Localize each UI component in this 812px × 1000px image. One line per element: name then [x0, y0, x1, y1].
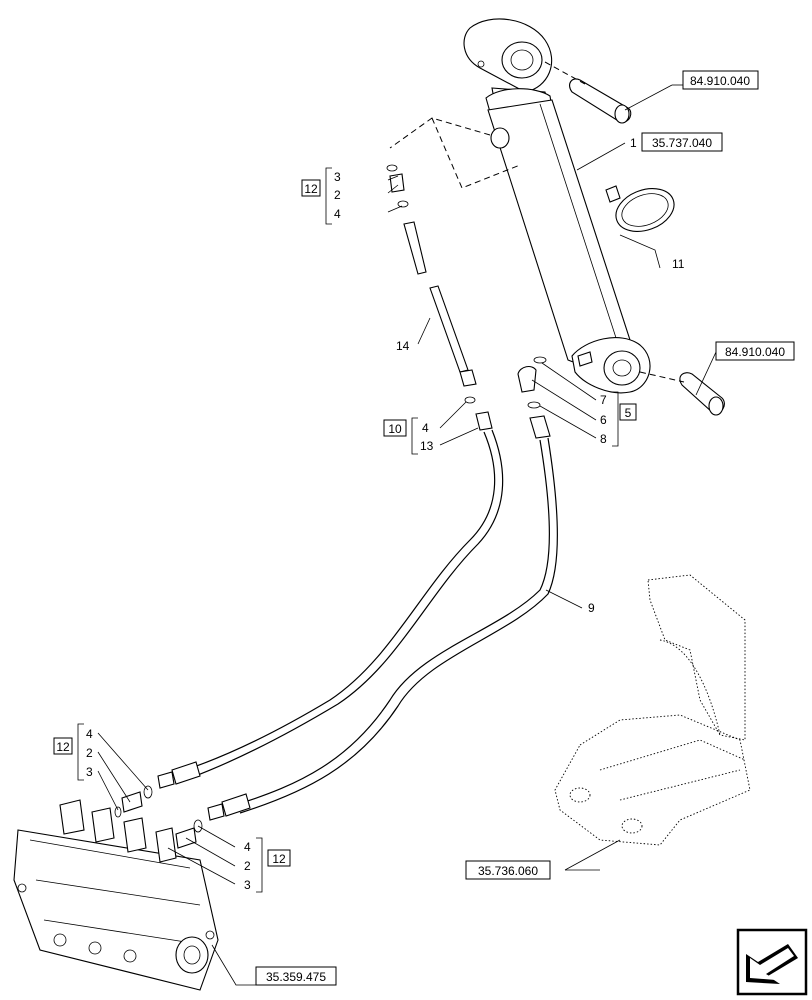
callout-cylinder: 1 — [630, 136, 637, 150]
control-valve — [13, 799, 219, 991]
svg-text:12: 12 — [272, 852, 286, 866]
svg-text:7: 7 — [600, 393, 607, 407]
leader-lines — [97, 84, 717, 986]
ref-box-pin-bottom[interactable]: 84.910.040 — [715, 341, 795, 361]
hydraulic-cylinder — [463, 18, 651, 394]
group-brackets — [77, 167, 619, 893]
svg-text:3: 3 — [86, 765, 93, 779]
svg-text:3: 3 — [244, 878, 251, 892]
mounting-bracket — [554, 574, 751, 846]
svg-text:84.910.040: 84.910.040 — [690, 74, 750, 88]
svg-text:4: 4 — [422, 421, 429, 435]
ref-box-pin-top[interactable]: 84.910.040 — [682, 70, 759, 90]
svg-text:12: 12 — [56, 740, 70, 754]
svg-text:3: 3 — [334, 170, 341, 184]
svg-text:2: 2 — [86, 746, 93, 760]
lower-pin — [639, 371, 725, 416]
port-link-dashed — [389, 117, 521, 189]
elbow-fitting-assembly — [517, 356, 551, 439]
ref-box-cylinder[interactable]: 35.737.040 — [641, 132, 723, 152]
svg-text:2: 2 — [244, 859, 251, 873]
svg-text:13: 13 — [420, 439, 434, 453]
tube-assembly — [386, 164, 493, 431]
svg-text:84.910.040: 84.910.040 — [725, 345, 785, 359]
callout-hose-9: 9 — [588, 601, 595, 615]
svg-text:4: 4 — [334, 207, 341, 221]
callout-clamp: 11 — [672, 257, 685, 271]
svg-text:8: 8 — [600, 432, 607, 446]
group-right: 5 7 6 8 — [600, 393, 637, 446]
group-top-left: 12 3 2 4 — [301, 170, 341, 221]
svg-text:35.736.060: 35.736.060 — [478, 864, 538, 878]
hoses — [184, 429, 559, 814]
group-mid-left: 10 4 13 — [383, 419, 434, 453]
hose-clamp — [605, 185, 675, 232]
ref-box-mount[interactable]: 35.736.060 — [465, 860, 551, 880]
svg-text:5: 5 — [625, 406, 632, 420]
svg-text:2: 2 — [334, 188, 341, 202]
arrow-icon[interactable] — [736, 928, 808, 996]
svg-text:35.737.040: 35.737.040 — [652, 136, 712, 150]
group-bottom-left: 12 4 2 3 — [53, 727, 93, 779]
ref-box-valve[interactable]: 35.359.475 — [255, 966, 337, 986]
svg-text:4: 4 — [86, 727, 93, 741]
upper-pin — [544, 61, 632, 124]
svg-text:35.359.475: 35.359.475 — [266, 970, 326, 984]
callout-tube: 14 — [396, 339, 410, 353]
group-bottom-right: 12 4 2 3 — [244, 840, 291, 892]
svg-text:10: 10 — [388, 422, 402, 436]
svg-text:12: 12 — [304, 182, 318, 196]
svg-text:6: 6 — [600, 413, 607, 427]
svg-text:4: 4 — [244, 840, 251, 854]
